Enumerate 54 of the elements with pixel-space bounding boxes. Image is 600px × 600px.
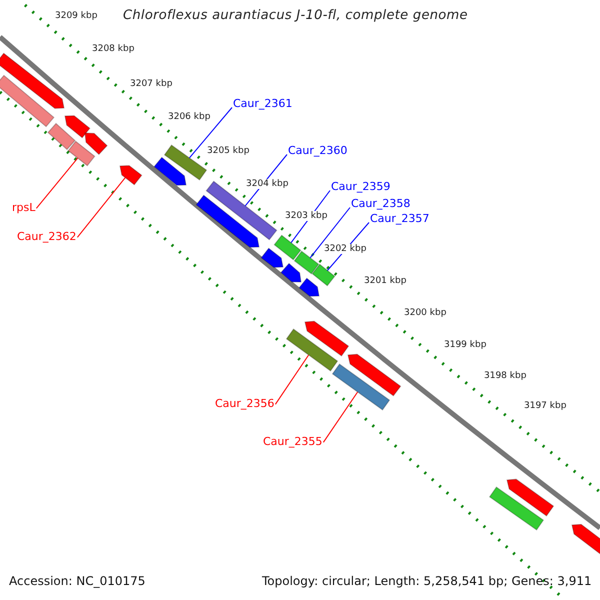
gene-label: Caur_2359 xyxy=(331,181,390,194)
gene-feature xyxy=(260,248,284,268)
gene-feature xyxy=(0,52,65,109)
scale-label: 3204 kbp xyxy=(246,179,288,190)
gene-label: Caur_2355 xyxy=(263,436,322,449)
scale-label: 3201 kbp xyxy=(364,276,406,286)
scale-label: 3209 kbp xyxy=(55,11,98,22)
scale-label: 3205 kbp xyxy=(207,146,250,156)
gene-bar xyxy=(286,328,338,372)
gene-bar xyxy=(294,250,320,274)
gene-bar xyxy=(47,122,76,150)
leader-line xyxy=(322,392,358,443)
scale-label: 3208 kbp xyxy=(92,44,134,54)
scale-label: 3202 kbp xyxy=(324,244,366,254)
scale-label: 3197 kbp xyxy=(524,401,566,412)
leader-line xyxy=(36,158,78,209)
scale-label: 3199 kbp xyxy=(444,340,486,350)
leader-line xyxy=(274,354,310,405)
gene-feature xyxy=(304,320,350,357)
gene-bar xyxy=(0,74,55,128)
scale-label: 3200 kbp xyxy=(404,308,446,318)
title: Chloroflexus aurantiacus J-10-fl, complete genome xyxy=(123,9,468,24)
gene-bar xyxy=(312,264,336,286)
gene-label: Caur_2361 xyxy=(233,98,292,111)
gene-label: rpsL xyxy=(12,202,36,215)
gene-feature xyxy=(298,278,320,297)
gene-feature xyxy=(119,165,142,186)
gene-feature xyxy=(347,354,402,396)
gene-feature xyxy=(280,262,302,282)
scale-label: 3198 kbp xyxy=(484,371,526,382)
leader-line xyxy=(188,107,232,158)
gene-label: Caur_2357 xyxy=(370,213,430,226)
gene-feature xyxy=(506,478,554,517)
gene-feature xyxy=(571,524,600,556)
gene-feature xyxy=(196,194,260,248)
gene-label: Caur_2356 xyxy=(215,398,274,411)
gene-label: Caur_2358 xyxy=(351,198,410,211)
leader-line xyxy=(310,207,350,258)
footer-text: Accession: NC_010175 xyxy=(9,575,146,589)
gene-label: Caur_2360 xyxy=(288,145,348,158)
gene-bar xyxy=(332,363,390,411)
scale-label: 3207 kbp xyxy=(130,79,172,90)
scale-label: 3203 kbp xyxy=(285,211,328,222)
footer-text: Topology: circular; Length: 5,258,541 bp; Genes: 3,911 xyxy=(262,575,592,589)
gene-bar xyxy=(68,140,96,166)
gene-feature xyxy=(64,115,90,138)
gene-bar xyxy=(488,486,544,531)
gene-bar xyxy=(164,144,208,181)
gene-label: Caur_2362 xyxy=(17,231,76,244)
leader-line xyxy=(76,177,126,238)
gene-bar xyxy=(274,234,302,260)
gene-feature xyxy=(84,132,108,156)
scale-label: 3206 kbp xyxy=(168,112,210,122)
gene-feature xyxy=(154,156,187,186)
